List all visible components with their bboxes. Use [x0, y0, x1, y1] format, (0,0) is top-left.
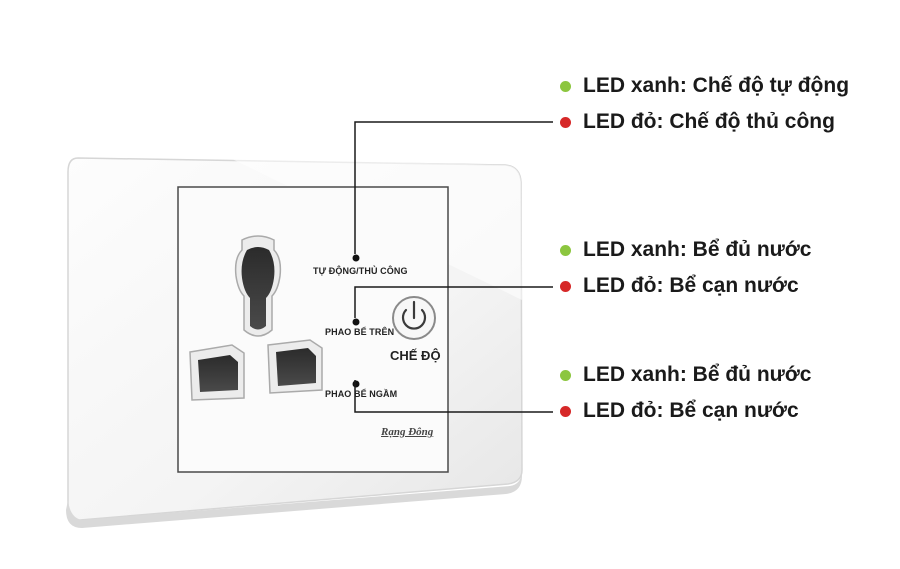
power-icon [401, 300, 427, 330]
legend-item: LED đỏ: Bể cạn nước [560, 399, 812, 423]
legend-text: LED xanh: Bể đủ nước [583, 238, 812, 261]
red-led-dot [560, 405, 571, 417]
label-ground-float: PHAO BỂ NGẦM [325, 389, 398, 399]
legend-ground-float: LED xanh: Bể đủ nước LED đỏ: Bể cạn nước [560, 363, 812, 423]
led-auto-manual [352, 254, 360, 262]
legend-item: LED đỏ: Bể cạn nước [560, 274, 812, 298]
legend-item: LED đỏ: Chế độ thủ công [560, 110, 849, 134]
red-led-dot [560, 280, 571, 292]
label-auto-manual: TỰ ĐỘNG/THỦ CÔNG [313, 266, 408, 276]
legend-text: LED đỏ: Bể cạn nước [583, 274, 799, 297]
legend-text: LED đỏ: Chế độ thủ công [583, 110, 835, 133]
legend-text: LED xanh: Bể đủ nước [583, 363, 812, 386]
leader-line-upper-float [354, 286, 553, 318]
brand-logo: Rạng Đông [381, 426, 434, 438]
flat-socket-left [189, 344, 245, 401]
legend-text: LED đỏ: Bể cạn nước [583, 399, 799, 422]
label-upper-float: PHAO BỂ TRÊN [325, 327, 395, 337]
label-mode-button: CHẾ ĐỘ [390, 348, 441, 363]
legend-item: LED xanh: Chế độ tự động [560, 74, 849, 98]
led-upper-float [352, 318, 360, 326]
round-socket [234, 235, 282, 337]
leader-line-ground-float [354, 380, 553, 413]
leader-line-auto-manual [354, 121, 553, 254]
legend-item: LED xanh: Bể đủ nước [560, 363, 812, 387]
legend-item: LED xanh: Bể đủ nước [560, 238, 812, 262]
legend-upper-float: LED xanh: Bể đủ nước LED đỏ: Bể cạn nước [560, 238, 812, 298]
legend-auto-manual: LED xanh: Chế độ tự động LED đỏ: Chế độ … [560, 74, 849, 134]
mode-button[interactable] [392, 296, 436, 340]
legend-text: LED xanh: Chế độ tự động [583, 74, 850, 97]
green-led-dot [560, 369, 571, 381]
red-led-dot [560, 116, 571, 128]
leader-lines [354, 121, 553, 413]
green-led-dot [560, 244, 571, 256]
flat-socket-right [267, 339, 323, 394]
green-led-dot [560, 80, 571, 92]
led-ground-float [352, 380, 360, 388]
